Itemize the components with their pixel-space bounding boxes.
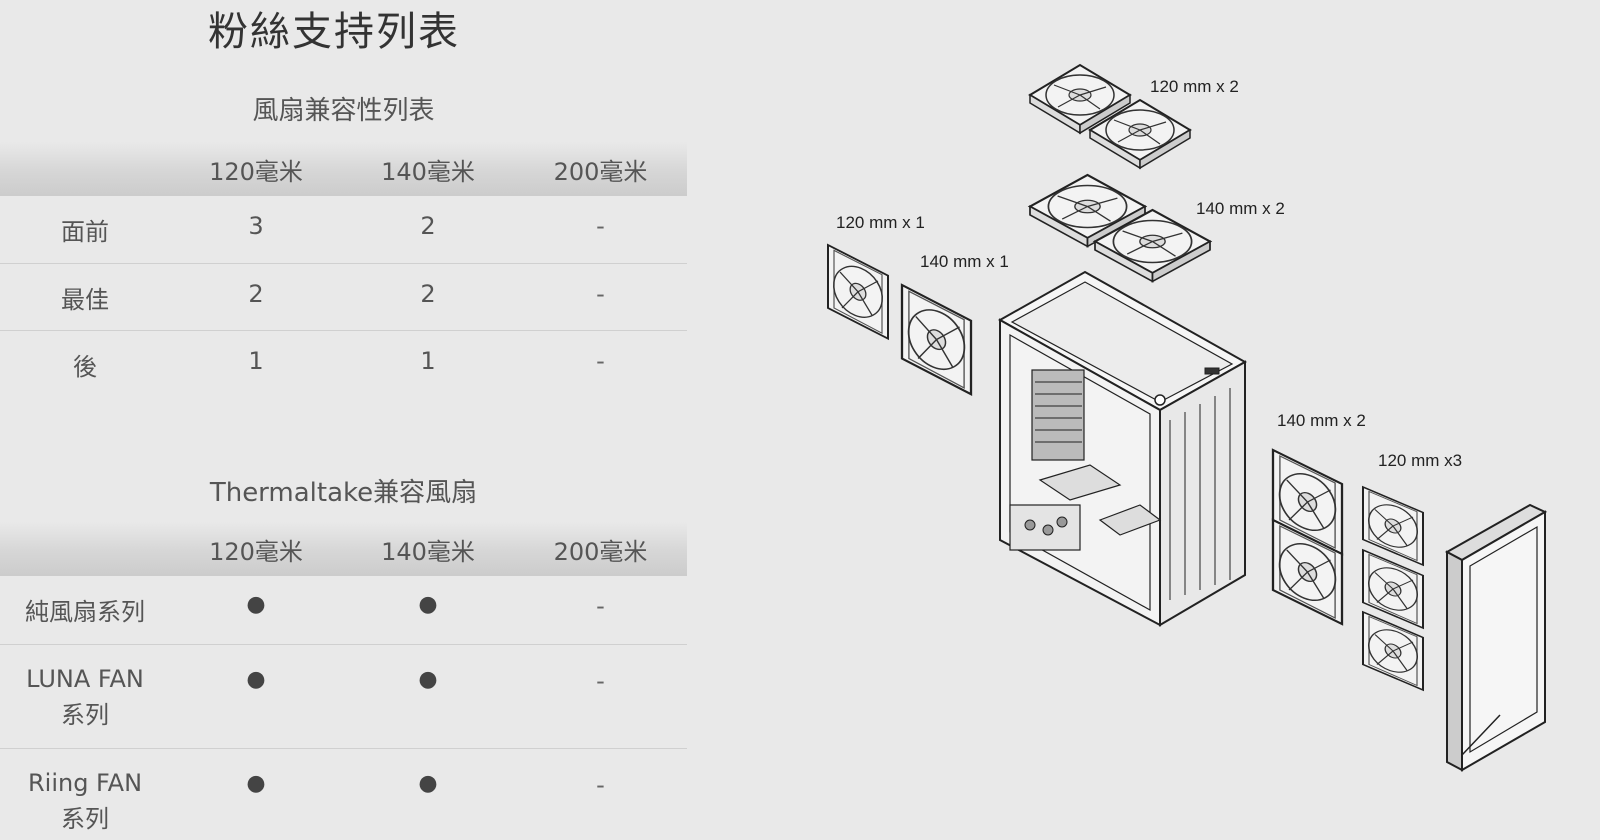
header-120: 120毫米 <box>170 142 342 196</box>
cell-120: 1 <box>248 346 264 375</box>
tt-table-title: Thermaltake兼容風扇 <box>209 478 478 508</box>
row-label: 後 <box>73 352 97 381</box>
cell-140: ● <box>418 770 438 796</box>
cell-200: - <box>596 770 605 799</box>
cell-140: 2 <box>342 196 514 264</box>
row-label: Riing FAN 系列 <box>0 748 170 838</box>
rear-fan-120-icon <box>822 244 894 340</box>
thermaltake-fan-table: 120毫米 140毫米 200毫米 純風扇系列 ● ● - LUNA FAN 系… <box>0 522 687 838</box>
cell-140: 1 <box>420 346 436 375</box>
row-label-line1: LUNA FAN <box>26 664 144 693</box>
table-row: 純風扇系列 ● ● - <box>0 576 687 645</box>
cell-120: ● <box>170 576 342 645</box>
table-row: 面前 3 2 - <box>0 196 687 264</box>
cell-120: 3 <box>170 196 342 264</box>
label-top-120: 120 mm x 2 <box>1150 77 1239 96</box>
label-top-140: 140 mm x 2 <box>1196 199 1285 218</box>
row-label-line1: Riing FAN <box>27 768 143 797</box>
label-front-140: 140 mm x 2 <box>1277 411 1366 430</box>
table-row: 最佳 2 2 - <box>0 263 687 331</box>
cell-140: ● <box>342 644 514 749</box>
table-header-row: 120毫米 140毫米 200毫米 <box>0 522 687 576</box>
case-fan-diagram: 120 mm x 2 140 mm x 2 120 mm x 1 140 mm … <box>822 64 1548 772</box>
row-label-line2: 系列 <box>61 804 109 833</box>
pc-case-illustration <box>997 270 1248 627</box>
header-blank <box>0 142 170 196</box>
label-rear-140: 140 mm x 1 <box>920 252 1009 271</box>
cell-200: - <box>514 263 687 331</box>
cell-140: ● <box>342 576 514 645</box>
row-label: LUNA FAN 系列 <box>0 644 170 749</box>
label-front-120: 120 mm x3 <box>1378 451 1462 470</box>
header-140: 140毫米 <box>342 522 514 576</box>
cell-120: ● <box>246 770 266 796</box>
cell-200: - <box>514 196 687 264</box>
row-label: 最佳 <box>0 263 170 331</box>
page-title: 粉絲支持列表 <box>208 9 460 55</box>
cell-140: 2 <box>342 263 514 331</box>
label-rear-120: 120 mm x 1 <box>836 213 925 232</box>
row-label: 純風扇系列 <box>0 576 170 645</box>
table-row: LUNA FAN 系列 ● ● - <box>0 644 687 749</box>
header-200: 200毫米 <box>514 522 687 576</box>
header-200: 200毫米 <box>514 142 687 196</box>
header-120: 120毫米 <box>170 522 342 576</box>
header-blank <box>0 522 170 576</box>
cell-120: 2 <box>170 263 342 331</box>
header-140: 140毫米 <box>342 142 514 196</box>
table-header-row: 120毫米 140毫米 200毫米 <box>0 142 687 196</box>
cell-200: - <box>596 346 605 375</box>
cell-200: - <box>514 644 687 749</box>
fan-compatibility-table: 120毫米 140毫米 200毫米 面前 3 2 - 最佳 2 2 - 後 1 … <box>0 142 687 397</box>
row-label-line2: 系列 <box>61 700 109 729</box>
cell-200: - <box>514 576 687 645</box>
front-panel-illustration <box>1444 503 1548 772</box>
fan-table-title: 風扇兼容性列表 <box>252 96 435 126</box>
row-label: 面前 <box>0 196 170 264</box>
table-row: 後 1 1 - <box>0 330 687 397</box>
table-row: Riing FAN 系列 ● ● - <box>0 748 687 838</box>
rear-fan-140-icon <box>896 283 977 396</box>
top-fan-140-group <box>1028 173 1212 283</box>
cell-120: ● <box>170 644 342 749</box>
row-label-line1: 純風扇系列 <box>25 598 145 626</box>
